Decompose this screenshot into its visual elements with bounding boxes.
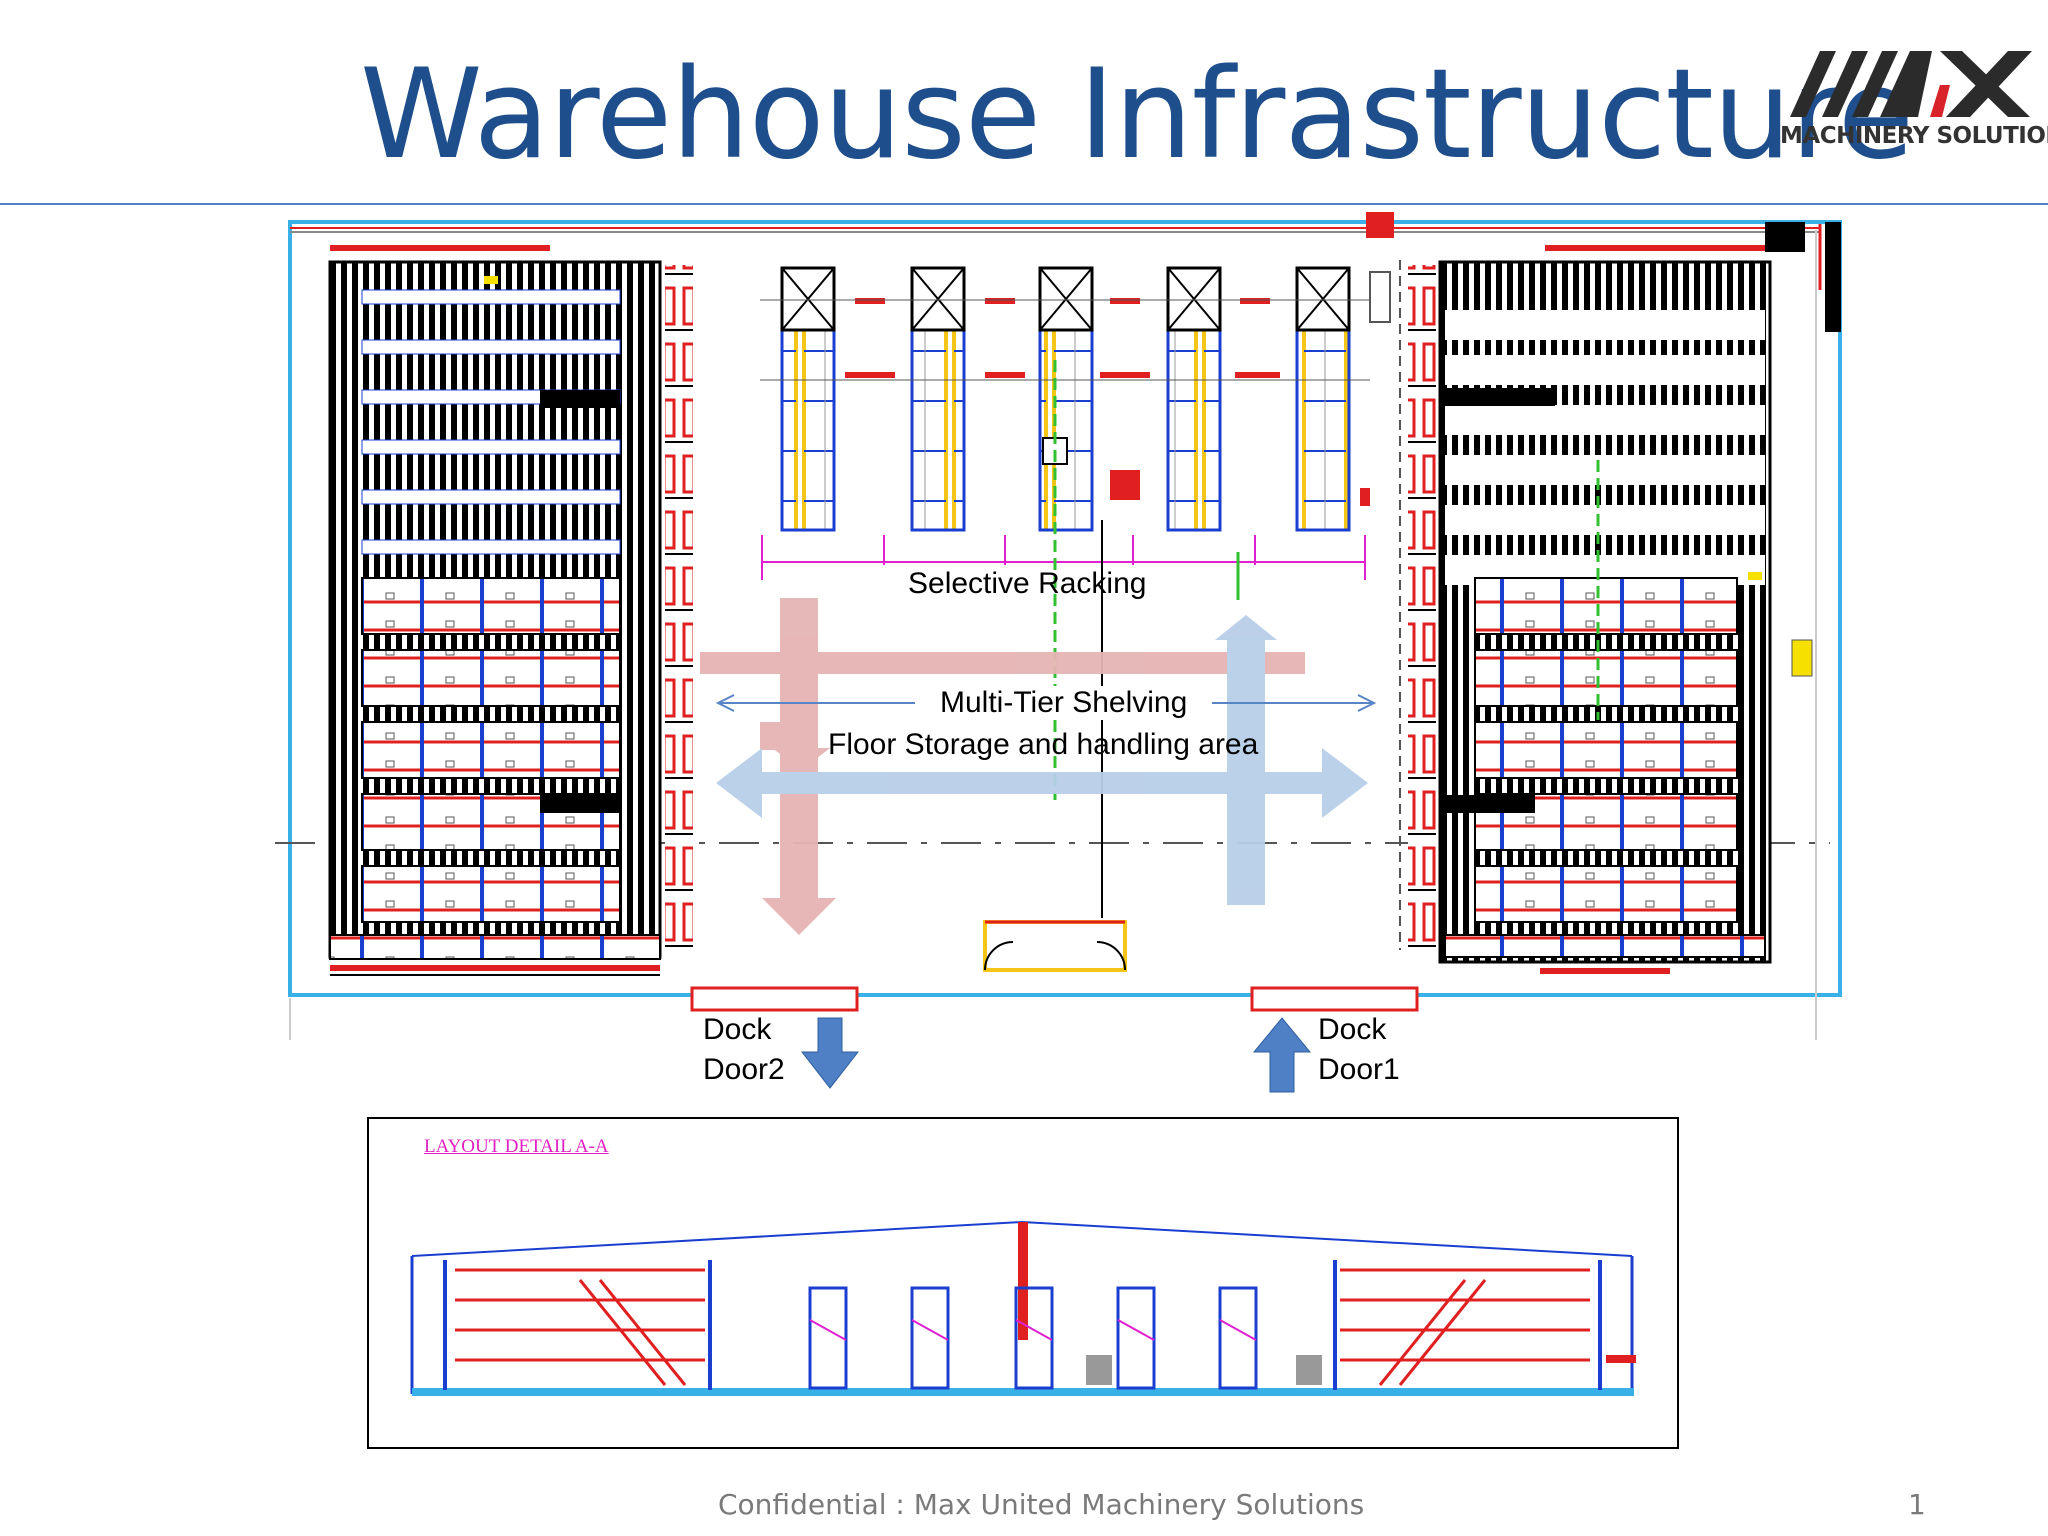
logo-text: MACHINERY SOLUTIONS xyxy=(1780,123,2048,149)
left-multi-tier-block xyxy=(328,245,693,976)
docks-and-doors xyxy=(690,920,1419,1093)
max-logo-mark xyxy=(1790,51,2032,117)
page-number: 1 xyxy=(1908,1488,1926,1521)
right-multi-tier-block xyxy=(1408,245,1813,974)
label-multi-tier-shelving: Multi-Tier Shelving xyxy=(936,686,1192,720)
layout-detail-a-a xyxy=(367,1117,1679,1449)
label-dock-door2-line2: Door2 xyxy=(703,1053,785,1086)
slide-title: Warehouse Infrastructure xyxy=(360,43,1914,187)
layout-detail-title: LAYOUT DETAIL A-A xyxy=(424,1136,609,1157)
company-logo: MACHINERY SOLUTIONS xyxy=(1780,45,2048,155)
footer-confidential: Confidential : Max United Machinery Solu… xyxy=(718,1488,1365,1521)
label-dock-door2-line1: Dock xyxy=(703,1013,772,1046)
label-floor-storage: Floor Storage and handling area xyxy=(828,728,1259,761)
label-selective-racking: Selective Racking xyxy=(908,567,1147,600)
flow-arrows xyxy=(700,598,1377,935)
left-rack-levels xyxy=(361,289,621,555)
label-dock-door1-line1: Dock xyxy=(1318,1013,1387,1046)
selective-racking-bays xyxy=(760,212,1600,950)
label-dock-door1-line2: Door1 xyxy=(1318,1053,1400,1086)
title-divider xyxy=(0,203,2048,205)
